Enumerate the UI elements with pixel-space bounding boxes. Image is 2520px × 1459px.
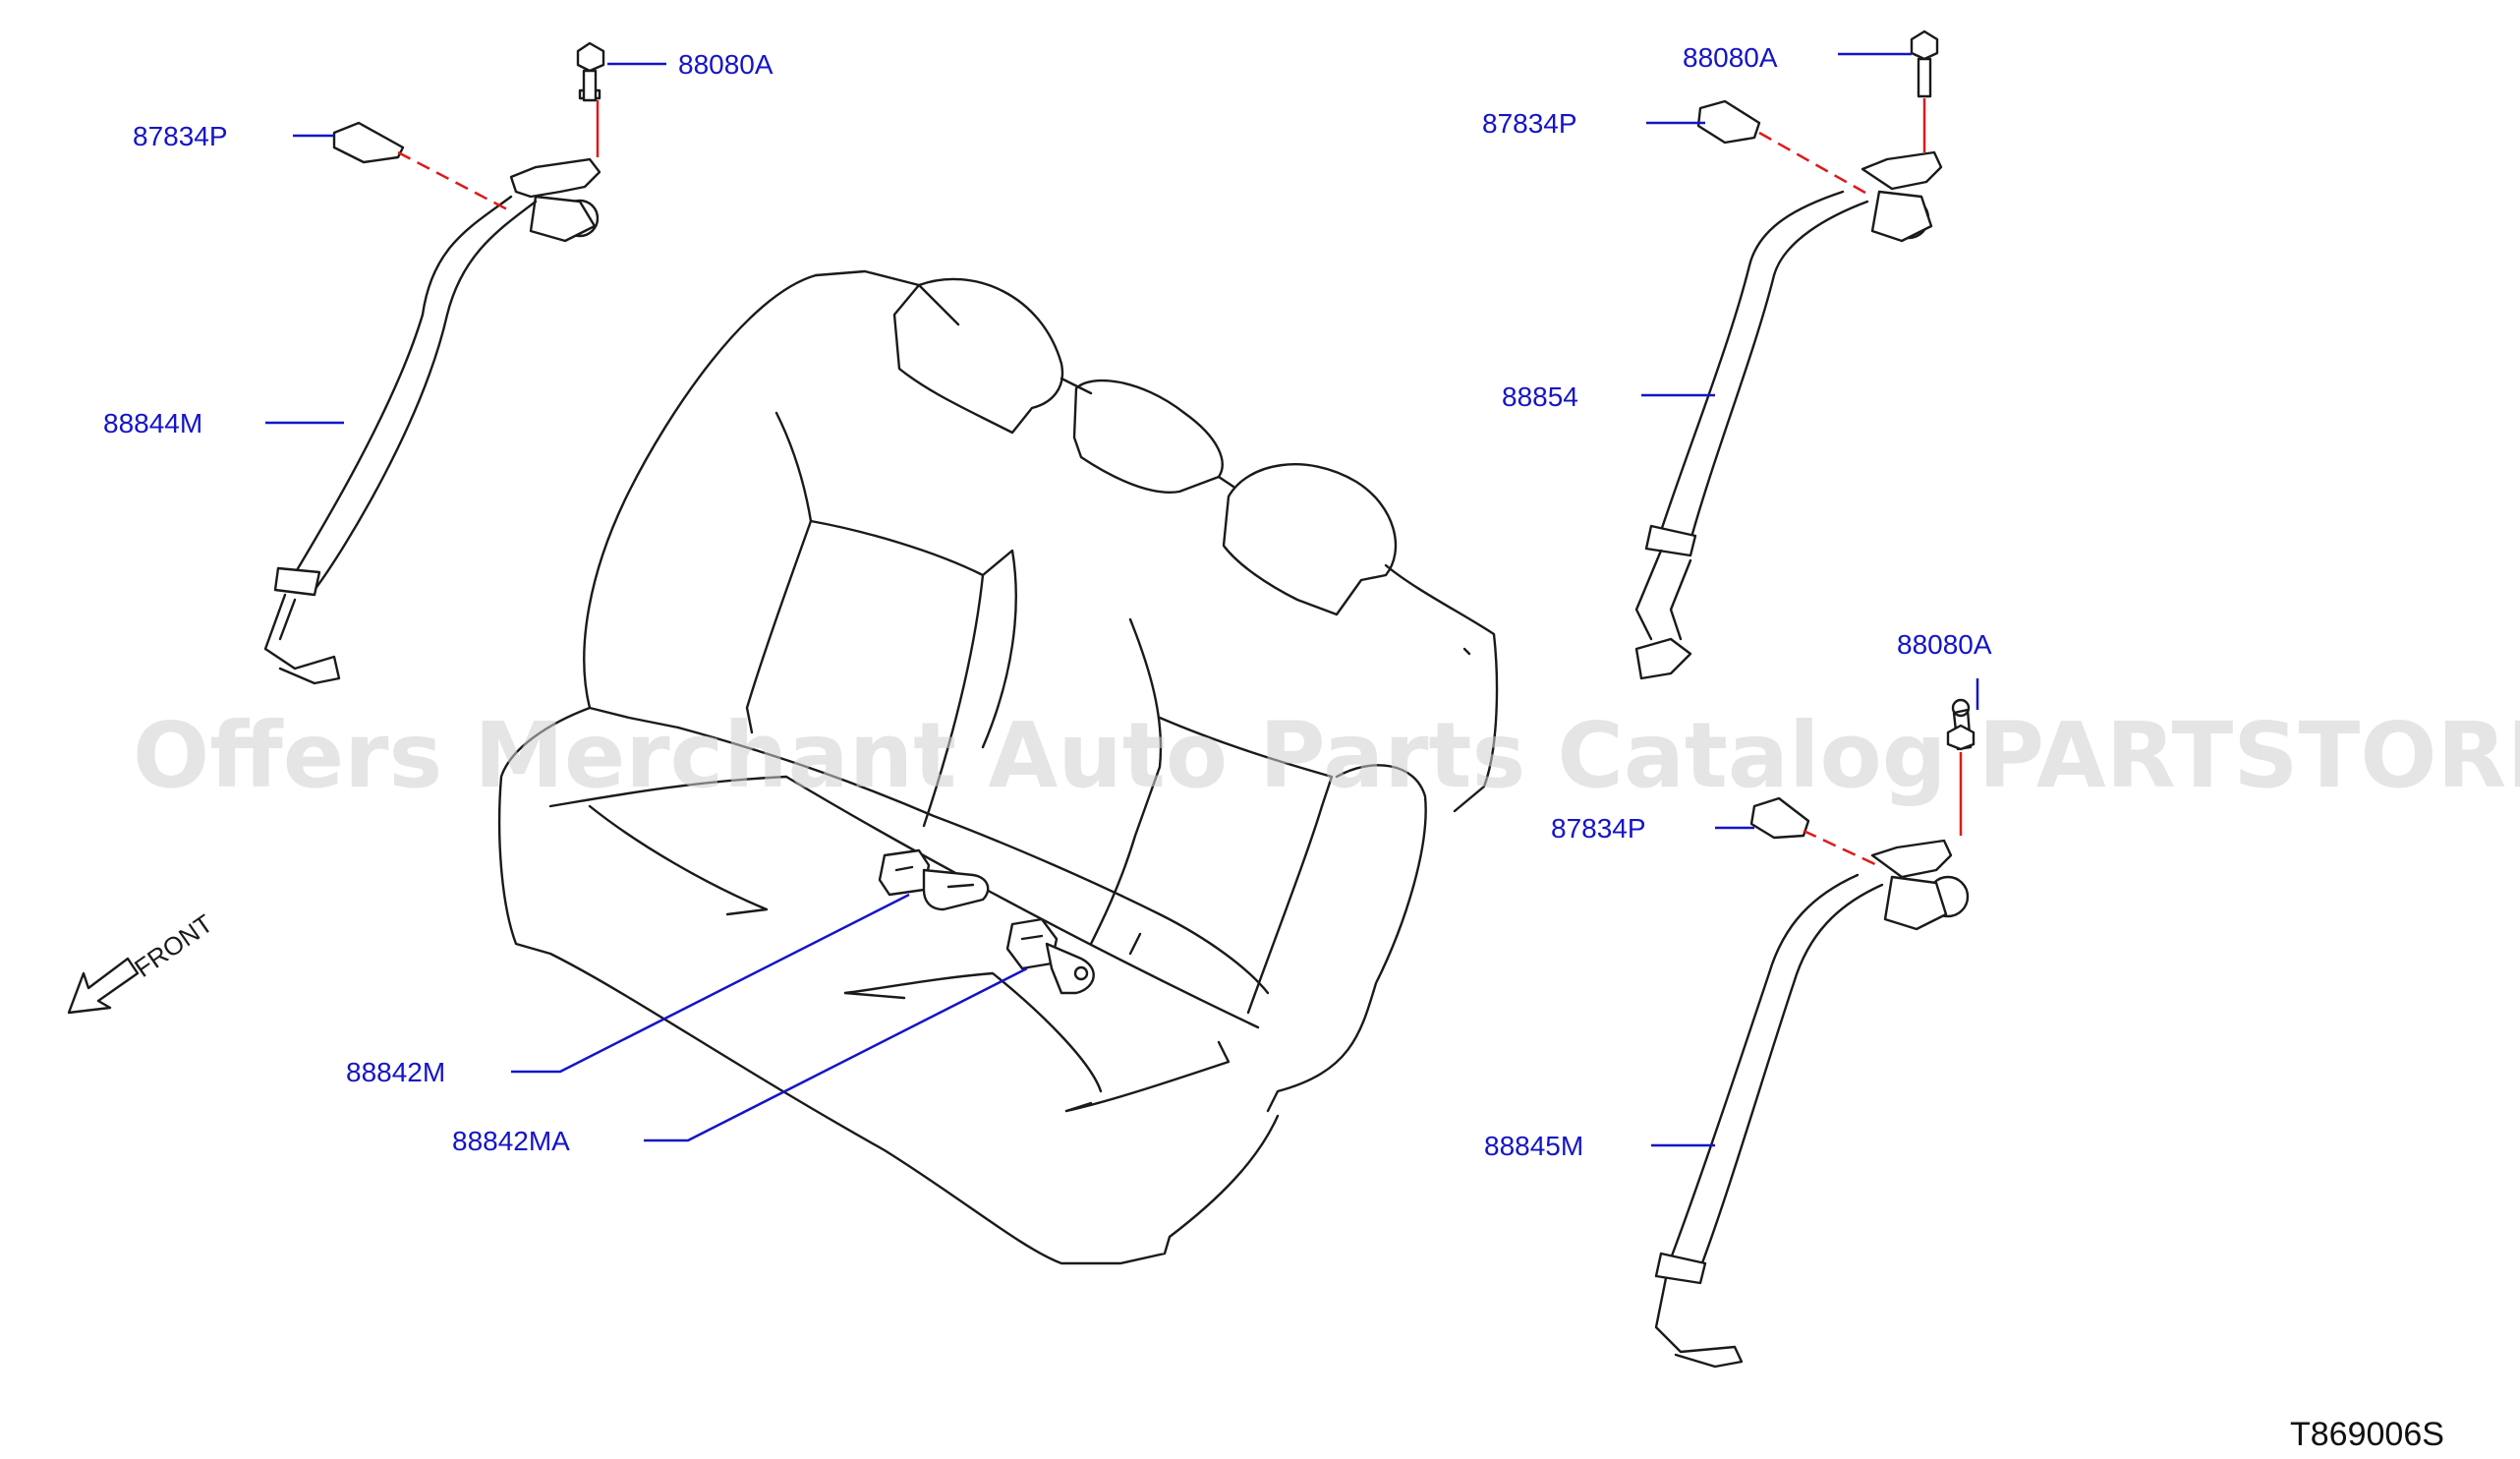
rear-seat-illustration	[497, 269, 1499, 1265]
buckle-center-illustration	[1005, 917, 1095, 995]
part-label-bolt-left[interactable]: 88080A	[678, 49, 773, 80]
part-label-cover-right-lower[interactable]: 87834P	[1551, 813, 1646, 844]
part-label-bolt-right-upper[interactable]: 88080A	[1683, 42, 1778, 73]
part-label-bolt-right-lower[interactable]: 88080A	[1897, 629, 1992, 660]
part-label-buckle-left[interactable]: 88842M	[346, 1057, 445, 1087]
part-label-belt-right[interactable]: 88845M	[1484, 1131, 1583, 1161]
buckle-left-illustration	[878, 848, 990, 911]
diagram-code: T869006S	[2290, 1416, 2444, 1453]
part-label-buckle-center[interactable]: 88842MA	[452, 1126, 570, 1156]
part-label-belt-center[interactable]: 88854	[1502, 381, 1578, 412]
front-arrow-icon	[67, 957, 140, 1015]
belt-center-illustration	[1634, 45, 1943, 680]
part-label-cover-right-upper[interactable]: 87834P	[1482, 108, 1577, 139]
red-reference-lines	[397, 98, 1963, 867]
bolt-left-icon	[576, 41, 605, 102]
front-label: FRONT	[129, 908, 218, 983]
part-label-belt-left[interactable]: 88844M	[103, 408, 202, 438]
bolt-right-upper-icon	[1910, 29, 1939, 98]
watermark-text: Offers Merchant Auto Parts Catalog PARTS…	[133, 703, 2520, 808]
leader-lines	[265, 52, 1979, 1147]
part-label-cover-left[interactable]: 87834P	[133, 121, 228, 151]
bolt-right-lower-icon	[1946, 724, 1976, 751]
belt-left-illustration	[263, 57, 601, 685]
